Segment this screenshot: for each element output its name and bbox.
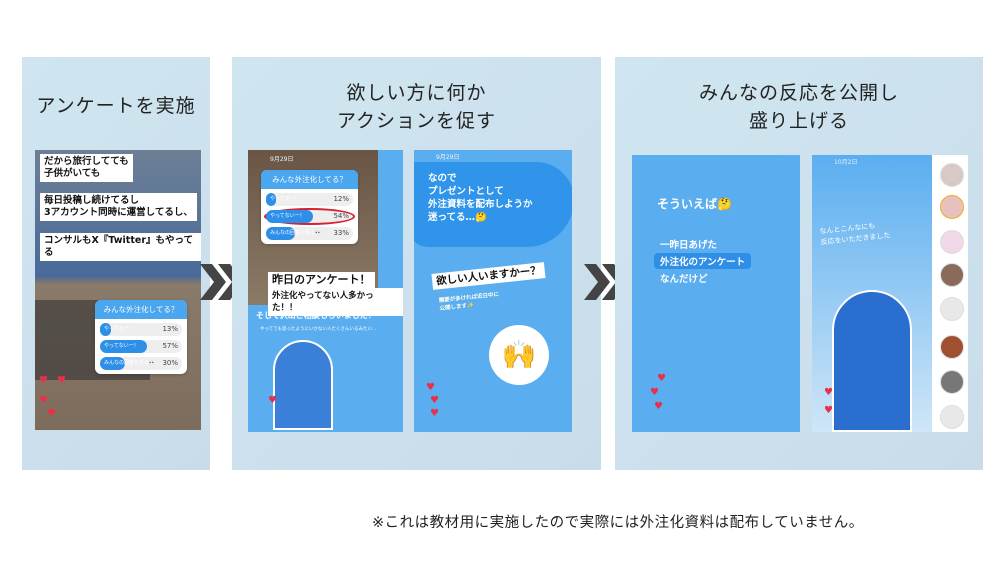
emoji-slider[interactable]: 🙌 <box>489 325 549 385</box>
heart-icon: ♥ <box>57 375 66 386</box>
heart-icon: ♥ <box>39 395 48 406</box>
story-text: なんとこんなにも 反応をいただきました <box>819 221 891 247</box>
poll-question: みんな外注化してる？ <box>95 300 187 319</box>
step-panel-3: みんなの反応を公開し 盛り上げる そういえば🤔 一昨日あげた 外注化のアンケート… <box>615 57 983 470</box>
option-label: やってないー！ <box>270 213 305 219</box>
avatar[interactable] <box>940 230 964 254</box>
heart-icon: ♥ <box>657 373 666 384</box>
avatar[interactable] <box>940 335 964 359</box>
poll-option[interactable]: やってないー！ 54% <box>264 208 355 225</box>
option-label: みんなの回答を見る👀 <box>270 230 322 236</box>
caption: 外注化やってない人多かった！！ <box>268 288 403 316</box>
story-date: 10月2日 <box>834 159 858 166</box>
heart-icon: ♥ <box>824 405 833 416</box>
story-text: なんだけど <box>660 274 708 285</box>
poll-widget[interactable]: みんな外注化してる？ やってるー！ 12% やってないー！ 54% みんなの回答を見… <box>261 170 358 244</box>
heart-icon: ♥ <box>426 382 435 393</box>
step-panel-1: アンケートを実施 だから旅行してても 子供がいても 毎日投稿し続けてるし 3アカ… <box>22 57 210 470</box>
heart-icon: ♥ <box>654 401 663 412</box>
poll-option[interactable]: やってるー！ 12% <box>266 193 353 206</box>
caption: だから旅行してても 子供がいても <box>40 154 133 182</box>
step-title: アンケートを実施 <box>36 95 196 117</box>
option-pct: 13% <box>162 325 178 333</box>
avatar[interactable] <box>940 370 964 394</box>
heart-icon: ♥ <box>430 408 439 419</box>
story-text: 需要が多ければ近日中に 公開します✨ <box>438 291 500 313</box>
story-text: 一昨日あげた <box>660 240 718 251</box>
illustration <box>273 340 333 430</box>
step-title: アクションを促す <box>336 110 497 132</box>
story-text: なので プレゼントとして 外注資料を配布しようか 迷ってる…🤔 <box>428 173 533 223</box>
option-pct: 12% <box>333 195 349 203</box>
poll-widget[interactable]: みんな外注化してる？ やってるー！ 13% やってないー！ 57% みんなの回答を見… <box>95 300 187 374</box>
story-screenshot: だから旅行してても 子供がいても 毎日投稿し続けてるし 3アカウント同時に運営し… <box>35 150 201 430</box>
option-label: みんなの回答を見る👀 <box>104 360 156 366</box>
avatar[interactable] <box>940 263 964 287</box>
reaction-list <box>932 155 968 432</box>
avatar[interactable] <box>940 297 964 321</box>
step-title: みんなの反応を公開し <box>698 82 899 104</box>
caption: コンサルもX『Twitter』もやってる <box>40 233 201 261</box>
avatar[interactable] <box>940 163 964 187</box>
poll-option[interactable]: みんなの回答を見る👀 33% <box>266 227 353 240</box>
heart-icon: ♥ <box>39 375 48 386</box>
story-text: 外注化のアンケート <box>654 253 752 269</box>
story-screenshot: 9月29日 みんな外注化してる？ やってるー！ 12% やってないー！ 54% みん… <box>248 150 403 432</box>
raising-hands-icon: 🙌 <box>501 338 537 371</box>
story-text: そして沢山ご相談もらいました！ <box>256 311 376 320</box>
option-label: やってるー！ <box>270 196 300 202</box>
heart-icon: ♥ <box>650 387 659 398</box>
story-screenshot: 9月29日 なので プレゼントとして 外注資料を配布しようか 迷ってる…🤔 欲し… <box>414 150 572 432</box>
option-label: やってないー！ <box>104 343 139 349</box>
heart-icon: ♥ <box>47 408 56 419</box>
story-text: そういえば🤔 <box>657 197 732 211</box>
avatar[interactable] <box>940 195 964 219</box>
illustration <box>832 290 912 432</box>
step-panel-2: 欲しい方に何か アクションを促す 9月29日 みんな外注化してる？ やってるー！… <box>232 57 601 470</box>
option-pct: 57% <box>162 342 178 350</box>
step-title: 盛り上げる <box>748 110 849 132</box>
avatar[interactable] <box>940 405 964 429</box>
story-screenshot: 10月2日 なんとこんなにも 反応をいただきました ♥ ♥ <box>812 155 968 432</box>
footnote: ※これは教材用に実施したので実際には外注化資料は配布していません。 <box>372 515 864 531</box>
poll-question: みんな外注化してる？ <box>261 170 358 189</box>
poll-option[interactable]: やってないー！ 57% <box>100 340 182 353</box>
story-screenshot: そういえば🤔 一昨日あげた 外注化のアンケート なんだけど ♥ ♥ ♥ <box>632 155 800 432</box>
option-pct: 30% <box>162 359 178 367</box>
heart-icon: ♥ <box>824 387 833 398</box>
step-title: 欲しい方に何か <box>346 82 487 104</box>
story-date: 9月29日 <box>270 156 294 163</box>
heart-icon: ♥ <box>268 395 277 406</box>
option-pct: 54% <box>333 212 349 220</box>
story-text: やってても思ったようにいかない人たくさんいるみたい… <box>260 327 377 332</box>
option-pct: 33% <box>333 229 349 237</box>
story-date: 9月29日 <box>436 154 460 161</box>
poll-option[interactable]: やってるー！ 13% <box>100 323 182 336</box>
heart-icon: ♥ <box>430 395 439 406</box>
caption: 毎日投稿し続けてるし 3アカウント同時に運営してるし、 <box>40 193 197 221</box>
poll-option[interactable]: みんなの回答を見る👀 30% <box>100 357 182 370</box>
option-label: やってるー！ <box>104 326 134 332</box>
caption: 昨日のアンケート！ <box>268 272 375 288</box>
caption: 欲しい人いますかー？ <box>431 262 546 290</box>
